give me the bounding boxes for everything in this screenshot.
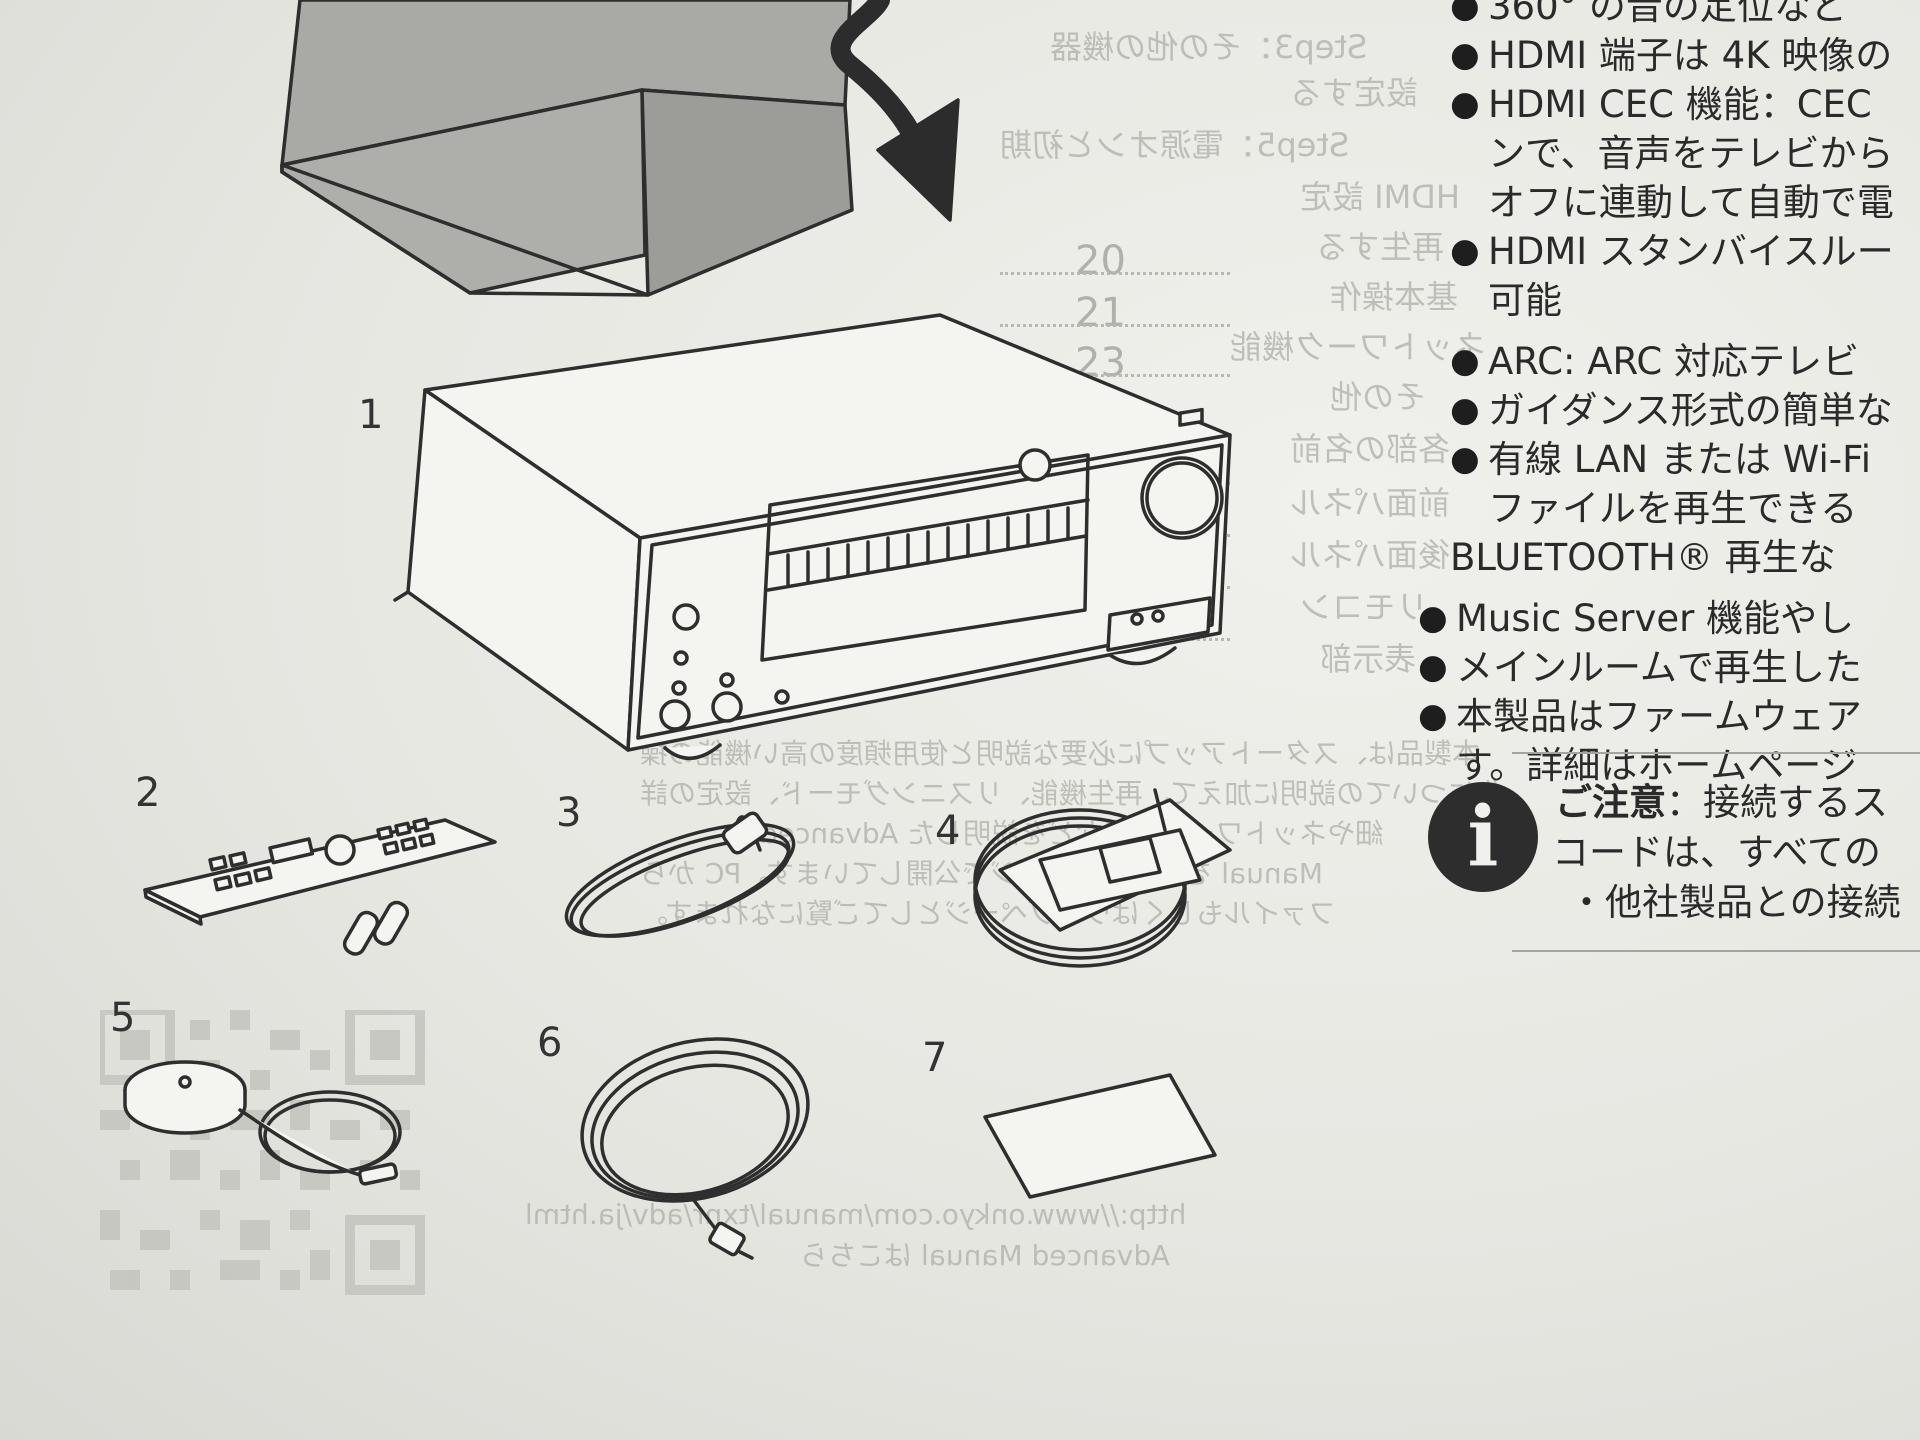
- bullet-icon: ●: [1450, 390, 1480, 430]
- bleed-toc-number: 20: [1075, 238, 1126, 284]
- item-number-2: 2: [135, 770, 161, 816]
- feature-text: HDMI CEC 機能：CEC: [1488, 83, 1872, 126]
- item-number-4: 4: [935, 808, 961, 854]
- feature-text: HDMI 端子は 4K 映像の: [1488, 34, 1893, 77]
- note-top-rule: [1512, 752, 1920, 754]
- bleed-toc-leader: [1000, 324, 1230, 327]
- feature-continuation: オフに連動して自動で電: [1450, 178, 1920, 227]
- feature-continuation: ファイルを再生できる: [1450, 484, 1920, 533]
- info-icon: i: [1428, 782, 1538, 892]
- note-line-1: ご注意：接続するス: [1555, 778, 1888, 828]
- feature-continuation: 可能: [1450, 276, 1920, 325]
- feature-text: 本製品はファームウェア: [1456, 695, 1862, 738]
- feature-continuation: ンで、音声をテレビから: [1450, 129, 1920, 178]
- bullet-icon: ●: [1450, 341, 1480, 381]
- bleed-toc-leader: [1000, 374, 1230, 377]
- feature-text: ガイダンス形式の簡単な: [1488, 389, 1893, 432]
- bullet-icon: ●: [1418, 696, 1448, 736]
- feature-text: オフに連動して自動で電: [1488, 181, 1894, 224]
- down-arrow-icon: [830, 0, 960, 222]
- feature-text: BLUETOOTH® 再生な: [1450, 536, 1836, 579]
- am-loop-antenna: [973, 788, 1232, 968]
- note-bottom-rule: [1512, 950, 1920, 952]
- feature-item: ●ガイダンス形式の簡単な: [1450, 386, 1920, 435]
- feature-list: ●360° の音の定位など ●HDMI 端子は 4K 映像の ●HDMI CEC…: [1418, 0, 1920, 790]
- feature-item: ●ARC: ARC 対応テレビ: [1450, 337, 1920, 386]
- feature-item: ●HDMI 端子は 4K 映像の: [1450, 31, 1920, 80]
- bullet-icon: ●: [1450, 231, 1480, 271]
- feature-text: ARC: ARC 対応テレビ: [1488, 340, 1860, 383]
- feature-text: ンで、音声をテレビから: [1488, 132, 1894, 175]
- feature-text: す。詳細はホームページ: [1456, 744, 1858, 787]
- item-number-3: 3: [556, 790, 582, 836]
- quick-start-guide: [983, 1073, 1217, 1199]
- feature-item: ●メインルームで再生した: [1418, 643, 1920, 692]
- bullet-icon: ●: [1450, 439, 1480, 479]
- note-line-3: ・他社製品との接続: [1568, 881, 1901, 924]
- feature-item: ●有線 LAN または Wi-Fi: [1450, 435, 1920, 484]
- feature-item: ●HDMI CEC 機能：CEC: [1450, 80, 1920, 129]
- note-text: ：接続するス: [1666, 781, 1888, 824]
- power-cord: [580, 1037, 810, 1260]
- feature-item: ●Music Server 機能やし: [1418, 594, 1920, 643]
- feature-item: ●HDMI スタンバイスルー: [1450, 227, 1920, 276]
- feature-text: ファイルを再生できる: [1488, 487, 1858, 530]
- feature-text: 可能: [1488, 279, 1562, 322]
- setup-microphone: [123, 1060, 402, 1186]
- bullet-icon: ●: [1418, 598, 1448, 638]
- bullet-icon: ●: [1450, 35, 1480, 75]
- remote-control: [143, 817, 497, 956]
- feature-item: ●本製品はファームウェア: [1418, 692, 1920, 741]
- feature-continuation: BLUETOOTH® 再生な: [1412, 533, 1920, 582]
- feature-continuation: す。詳細はホームページ: [1418, 741, 1920, 790]
- fm-antenna: [564, 811, 796, 938]
- packing-box: [280, 0, 854, 297]
- note-title: ご注意: [1555, 781, 1666, 824]
- item-number-1: 1: [358, 392, 384, 438]
- bullet-icon: ●: [1450, 84, 1480, 124]
- item-number-6: 6: [537, 1020, 563, 1066]
- bullet-icon: ●: [1450, 0, 1480, 26]
- note-line-2: コードは、すべての: [1552, 831, 1881, 874]
- feature-text: メインルームで再生した: [1456, 646, 1862, 689]
- feature-text: Music Server 機能やし: [1456, 597, 1855, 640]
- bullet-icon: ●: [1418, 647, 1448, 687]
- av-receiver: [393, 313, 1232, 761]
- feature-text: 有線 LAN または Wi-Fi: [1488, 438, 1872, 481]
- bleed-toc-leader: [1000, 272, 1230, 275]
- feature-text: 360° の音の定位など: [1488, 0, 1848, 28]
- feature-item: ● 360° の音の定位など: [1450, 0, 1920, 31]
- item-number-7: 7: [922, 1035, 948, 1081]
- item-number-5: 5: [110, 995, 136, 1041]
- feature-text: HDMI スタンバイスルー: [1488, 230, 1894, 273]
- bleed-toc-number: 21: [1075, 290, 1126, 336]
